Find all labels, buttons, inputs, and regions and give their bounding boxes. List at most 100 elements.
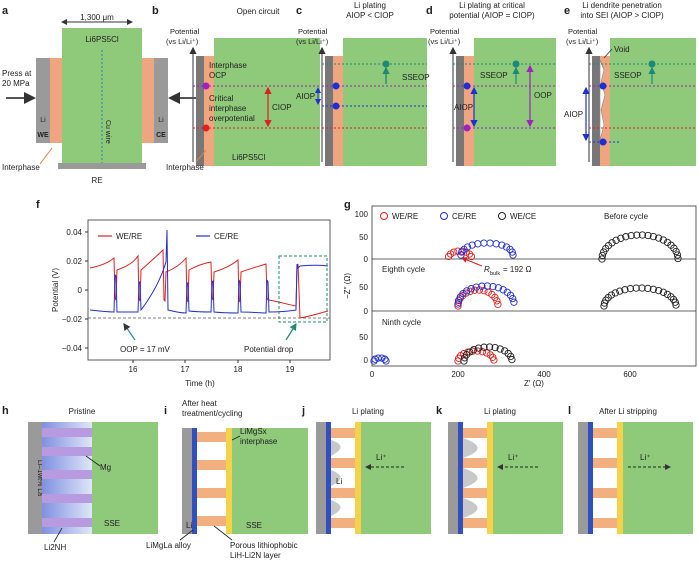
k-limgsx-layer [487, 422, 493, 534]
panel-d: d Li plating at critical potential (AIOP… [426, 1, 556, 166]
g-eighth-label: Eighth cycle [382, 265, 426, 274]
g-ytick-bot-2: 0 [364, 356, 369, 365]
k-porous-bar [463, 458, 487, 468]
g-point-we-ce [485, 343, 494, 351]
i-porous-bar [197, 488, 226, 498]
panel-c: c Li plating AIOP < CIOP Potential (vs L… [296, 1, 430, 166]
l-title: After Li stripping [599, 407, 657, 416]
d-interphase [464, 56, 474, 166]
g-point-ce-re [478, 282, 486, 290]
g-point-ce-re [509, 251, 517, 259]
h-mg-bar [42, 518, 92, 527]
g-point-ce-re [472, 283, 480, 291]
panel-letter-k: k [436, 405, 443, 417]
e-sseop-label: SSEOP [614, 71, 642, 80]
b-title: Open circuit [237, 7, 280, 16]
f-ytick-1: 0.02 [66, 257, 82, 266]
g-point-we-ce [638, 284, 646, 292]
g-point-we-ce [460, 357, 468, 365]
g-point-we-re [486, 351, 494, 359]
g-point-ce-re [468, 241, 476, 249]
g-legend-wece-marker [498, 212, 506, 220]
g-point-we-re [454, 302, 462, 310]
l-porous-bar [593, 488, 617, 498]
g-point-ce-re [480, 239, 488, 247]
h-mg-pointer [85, 455, 101, 467]
d-ciop-dot [463, 124, 471, 132]
press-label: Press at [2, 69, 32, 78]
k-title: Li plating [484, 407, 516, 416]
g-ytick-top-0: 100 [355, 210, 369, 219]
i-li-electrode [182, 428, 192, 534]
l-limgla-layer [588, 422, 593, 534]
panel-letter-d: d [426, 5, 433, 17]
g-point-we-ce [674, 254, 682, 263]
g-ytick-mid-1: 0 [364, 307, 369, 316]
g-point-we-ce [608, 239, 616, 247]
g-point-we-ce [626, 284, 635, 293]
i-sse-label: SSE [246, 521, 262, 530]
g-before-label: Before cycle [604, 212, 649, 221]
g-point-we-ce [638, 231, 647, 239]
h-mg-bar [42, 470, 92, 479]
g-point-we-ce [659, 236, 667, 244]
h-mg-label: Mg [100, 463, 111, 472]
g-point-we-ce [672, 301, 680, 309]
j-li-deposit [331, 500, 341, 516]
f-legend-ce: CE/RE [214, 232, 238, 241]
d-aiop-label: AIOP [454, 103, 473, 112]
f-xtick-2: 18 [234, 365, 243, 374]
g-point-we-ce [654, 234, 663, 242]
g-point-we-ce [644, 284, 652, 293]
panel-letter-j: j [301, 405, 305, 417]
k-li-deposit [463, 468, 478, 488]
g-point-ce-re [382, 357, 390, 365]
g-point-we-ce [480, 343, 488, 351]
f-drop-arrow [285, 322, 297, 341]
g-point-ce-re [463, 243, 472, 251]
g-point-we-ce [598, 255, 606, 263]
h-mg-bar [42, 428, 92, 437]
panel-letter-l: l [568, 405, 571, 417]
b-ocp: OCP [209, 71, 226, 80]
h-li2nh-label: Li2NH [44, 543, 66, 552]
k-li-deposit [463, 498, 478, 518]
g-point-we-ce [667, 293, 675, 301]
i-porous-pointer [213, 525, 233, 541]
c-vs: (vs Li/Li⁺) [296, 37, 329, 46]
g-rbulk-sub: bulk [490, 271, 500, 277]
g-legend-ce-marker [440, 212, 448, 220]
g-xtick-3: 600 [623, 370, 637, 379]
h-li-la-label: Li–1wt% La [36, 460, 43, 496]
e-vs: (vs Li/Li⁺) [566, 37, 599, 46]
g-point-ce-re [457, 251, 465, 259]
ce-text: CE [156, 132, 166, 139]
g-rbulk-arrow [461, 257, 483, 267]
interphase-left [50, 58, 62, 143]
j-sse [361, 422, 431, 534]
l-li-electrode [578, 422, 588, 534]
b-electrolyte [214, 38, 320, 166]
g-point-ce-re [508, 248, 516, 256]
c-electrolyte [343, 38, 427, 166]
li-ce-electrode [154, 58, 168, 143]
g-point-we-ce [616, 287, 624, 295]
b-interphase-label: Interphase [166, 163, 204, 172]
e-electrolyte [610, 38, 696, 166]
c-li-electrode [325, 56, 333, 166]
l-porous-bar [593, 518, 617, 528]
k-li-deposit [463, 438, 478, 458]
j-porous-bar [331, 518, 355, 528]
b-ciop-label: CIOP [272, 103, 292, 112]
d-potential: Potential [430, 27, 460, 36]
g-point-ce-re [374, 354, 382, 362]
g-point-we-re [444, 252, 453, 261]
g-point-we-re [484, 288, 492, 296]
width-label: 1,300 μm [80, 13, 114, 22]
d-electrolyte [474, 38, 556, 166]
l-limgsx-layer [617, 422, 623, 534]
g-point-ce-re [499, 286, 507, 294]
f-ytick-2: 0 [78, 286, 83, 295]
h-mg-bar [42, 447, 92, 456]
